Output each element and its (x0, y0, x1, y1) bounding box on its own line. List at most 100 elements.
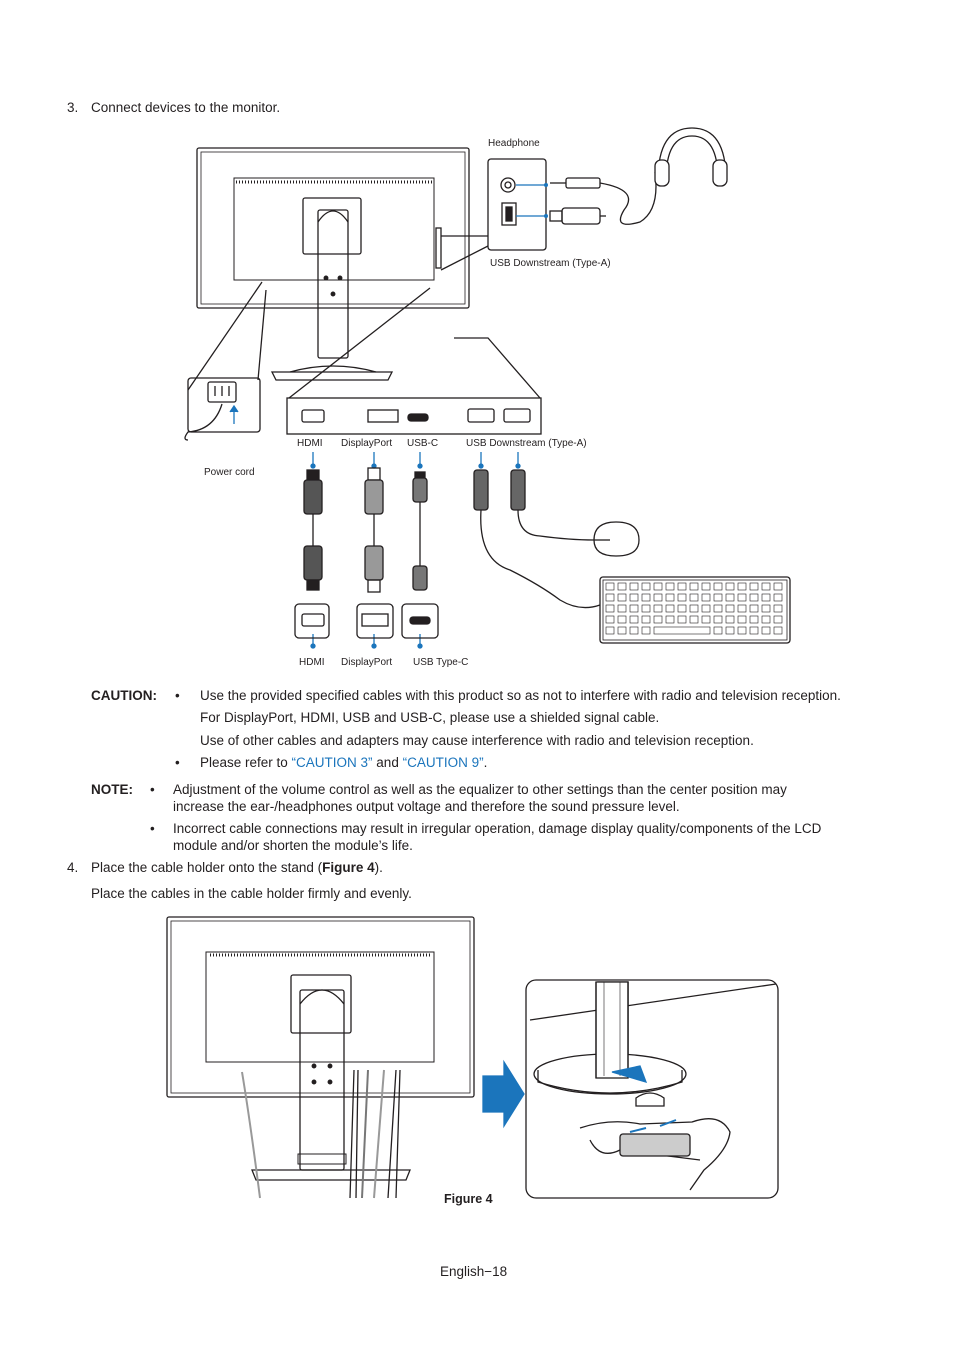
keyboard-key (605, 582, 615, 591)
keyboard-key (653, 615, 663, 624)
keyboard-key (629, 593, 639, 602)
keyboard-key (641, 582, 651, 591)
cable-end-ports (294, 603, 439, 639)
keyboard-key (725, 582, 735, 591)
keyboard-key (713, 593, 723, 602)
label-end-hdmi: HDMI (299, 657, 325, 668)
keyboard-key (773, 593, 783, 602)
keyboard-key (665, 582, 675, 591)
refer-prefix: Please refer to (200, 755, 292, 770)
caution-refer: Please refer to “CAUTION 3” and “CAUTION… (200, 754, 487, 772)
keyboard-key (701, 582, 711, 591)
keyboard-key (677, 604, 687, 613)
caution-line-1: Use the provided specified cables with t… (200, 688, 841, 703)
keyboard-key (761, 593, 771, 602)
caution-line-2: For DisplayPort, HDMI, USB and USB-C, pl… (200, 710, 660, 725)
keyboard-key (713, 604, 723, 613)
keyboard-key (701, 604, 711, 613)
keyboard-key (773, 582, 783, 591)
label-port-usbc: USB-C (407, 438, 439, 449)
side-port-panel (440, 158, 548, 271)
headphone-illustration (550, 127, 728, 225)
keyboard-key (653, 604, 663, 613)
keyboard-key (689, 604, 699, 613)
keyboard-key (725, 626, 735, 635)
displayport-cable-illustration (364, 467, 384, 593)
step4-number: 4. (67, 860, 79, 875)
keyboard-key (641, 615, 651, 624)
keyboard-key (617, 615, 627, 624)
keyboard-key (605, 604, 615, 613)
keyboard-key (749, 626, 759, 635)
keyboard-key (737, 615, 747, 624)
step4-line-2: Place the cables in the cable holder fir… (91, 886, 412, 901)
label-headphone: Headphone (488, 138, 540, 149)
keyboard-key (761, 626, 771, 635)
keyboard-key (605, 626, 615, 635)
keyboard-key (749, 593, 759, 602)
keyboard-key (749, 582, 759, 591)
label-port-usb-downstream: USB Downstream (Type-A) (466, 438, 587, 449)
step4-suffix: ). (374, 860, 383, 875)
keyboard-key (737, 593, 747, 602)
hdmi-cable-illustration (303, 469, 323, 591)
note-label: NOTE: (91, 782, 133, 797)
usb-plug-top (549, 207, 606, 225)
keyboard-key (761, 582, 771, 591)
keyboard-key (653, 593, 663, 602)
keyboard-key (641, 604, 651, 613)
figure-caption: Figure 4 (444, 1192, 493, 1206)
keyboard-key (665, 604, 675, 613)
keyboard-key (701, 593, 711, 602)
usb-a-cables-illustration (473, 469, 601, 609)
keyboard-key (605, 615, 615, 624)
keyboard-key (737, 604, 747, 613)
bullet: • (150, 782, 155, 797)
refer-suffix: . (483, 755, 488, 770)
note-2-line-2: module and/or shorten the module’s life. (173, 838, 413, 853)
keyboard-key (725, 604, 735, 613)
bullet: • (175, 688, 180, 703)
caution-9-link[interactable]: “CAUTION 9” (402, 755, 484, 770)
keyboard-key (689, 615, 699, 624)
keyboard-key (617, 626, 627, 635)
caution-line-3: Use of other cables and adapters may cau… (200, 733, 754, 748)
keyboard-key (761, 604, 771, 613)
keyboard-key (689, 582, 699, 591)
rear-port-panel (286, 287, 542, 435)
bullet: • (150, 821, 155, 836)
step3-number: 3. (67, 100, 79, 115)
power-cord-illustration (184, 281, 267, 441)
caution-3-link[interactable]: “CAUTION 3” (291, 755, 373, 770)
step3-text: Connect devices to the monitor. (91, 100, 281, 115)
step4-prefix: Place the cable holder onto the stand ( (91, 860, 323, 875)
step4-text: Place the cable holder onto the stand (F… (91, 859, 383, 877)
page-footer: English−18 (440, 1264, 508, 1279)
keyboard-key (629, 615, 639, 624)
keyboard-key (629, 604, 639, 613)
bullet: • (175, 755, 180, 770)
refer-and: and (372, 755, 403, 770)
keyboard-key (773, 626, 783, 635)
keyboard-key (749, 604, 759, 613)
keyboard-key (725, 593, 735, 602)
keyboard-key (677, 593, 687, 602)
label-power-cord: Power cord (204, 467, 255, 478)
label-usb-downstream-top: USB Downstream (Type-A) (490, 258, 611, 269)
mouse-illustration (593, 521, 640, 557)
keyboard-key (617, 582, 627, 591)
figure-4-ref: Figure 4 (322, 860, 375, 875)
keyboard-key (677, 615, 687, 624)
keyboard-illustration (599, 576, 791, 644)
keyboard-key (713, 615, 723, 624)
arrow-right-icon (482, 1059, 525, 1129)
caution-label: CAUTION: (91, 688, 157, 703)
keyboard-key (641, 593, 651, 602)
note-1-line-1: Adjustment of the volume control as well… (173, 782, 787, 797)
cable-holder-detail (525, 979, 779, 1199)
keyboard-key (617, 604, 627, 613)
keyboard-key (713, 626, 723, 635)
keyboard-key (773, 604, 783, 613)
keyboard-key (665, 615, 675, 624)
keyboard-key (713, 582, 723, 591)
